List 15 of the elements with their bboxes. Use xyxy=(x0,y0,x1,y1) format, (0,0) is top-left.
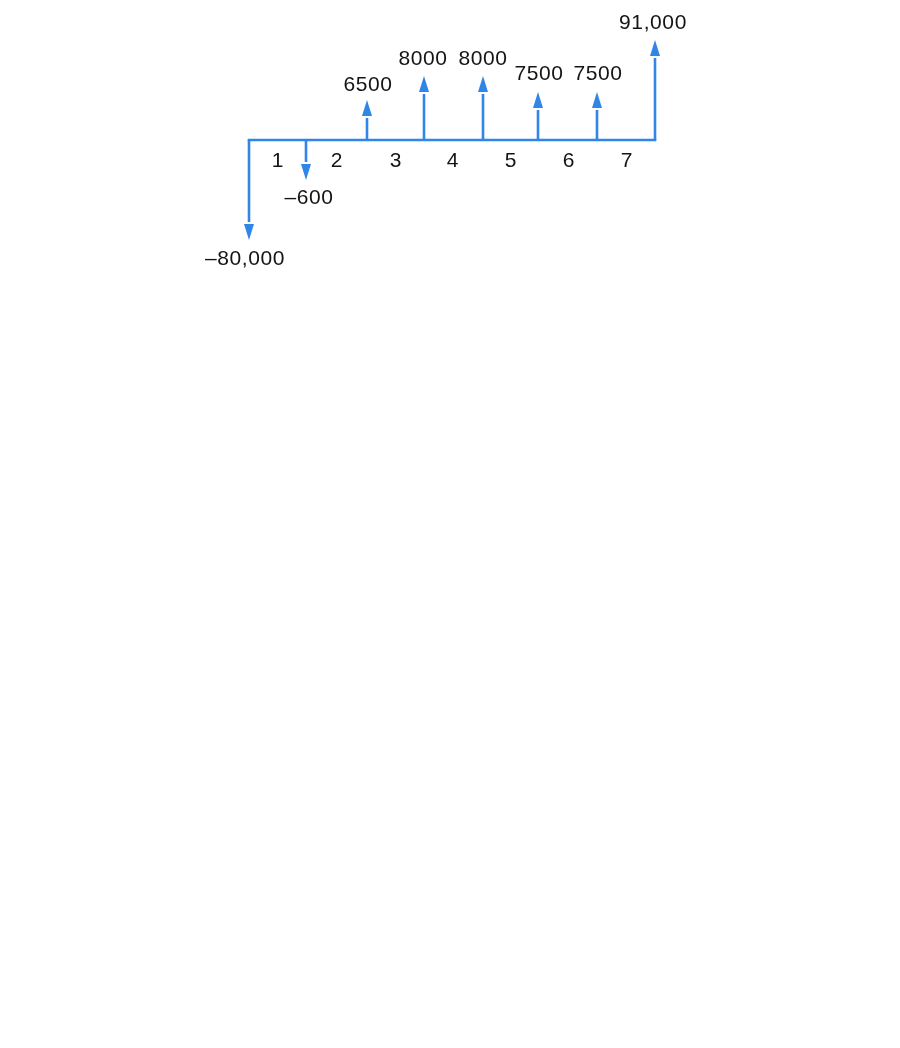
cash-flow-value: 7500 xyxy=(514,61,564,83)
period-number: 3 xyxy=(389,148,403,170)
cash-flow-value: –80,000 xyxy=(204,246,286,268)
cash-flow-value: –600 xyxy=(284,185,334,207)
period-number: 7 xyxy=(620,148,634,170)
period-number: 2 xyxy=(330,148,344,170)
period-number: 5 xyxy=(504,148,518,170)
cash-flow-value: 8000 xyxy=(398,46,448,68)
cash-flow-value: 6500 xyxy=(343,72,393,94)
cash-flow-value: 7500 xyxy=(573,61,623,83)
period-number: 1 xyxy=(271,148,285,170)
cash-flow-value: 8000 xyxy=(458,46,508,68)
period-number: 6 xyxy=(562,148,576,170)
period-number: 4 xyxy=(446,148,460,170)
cash-flow-value: 91,000 xyxy=(619,10,687,32)
